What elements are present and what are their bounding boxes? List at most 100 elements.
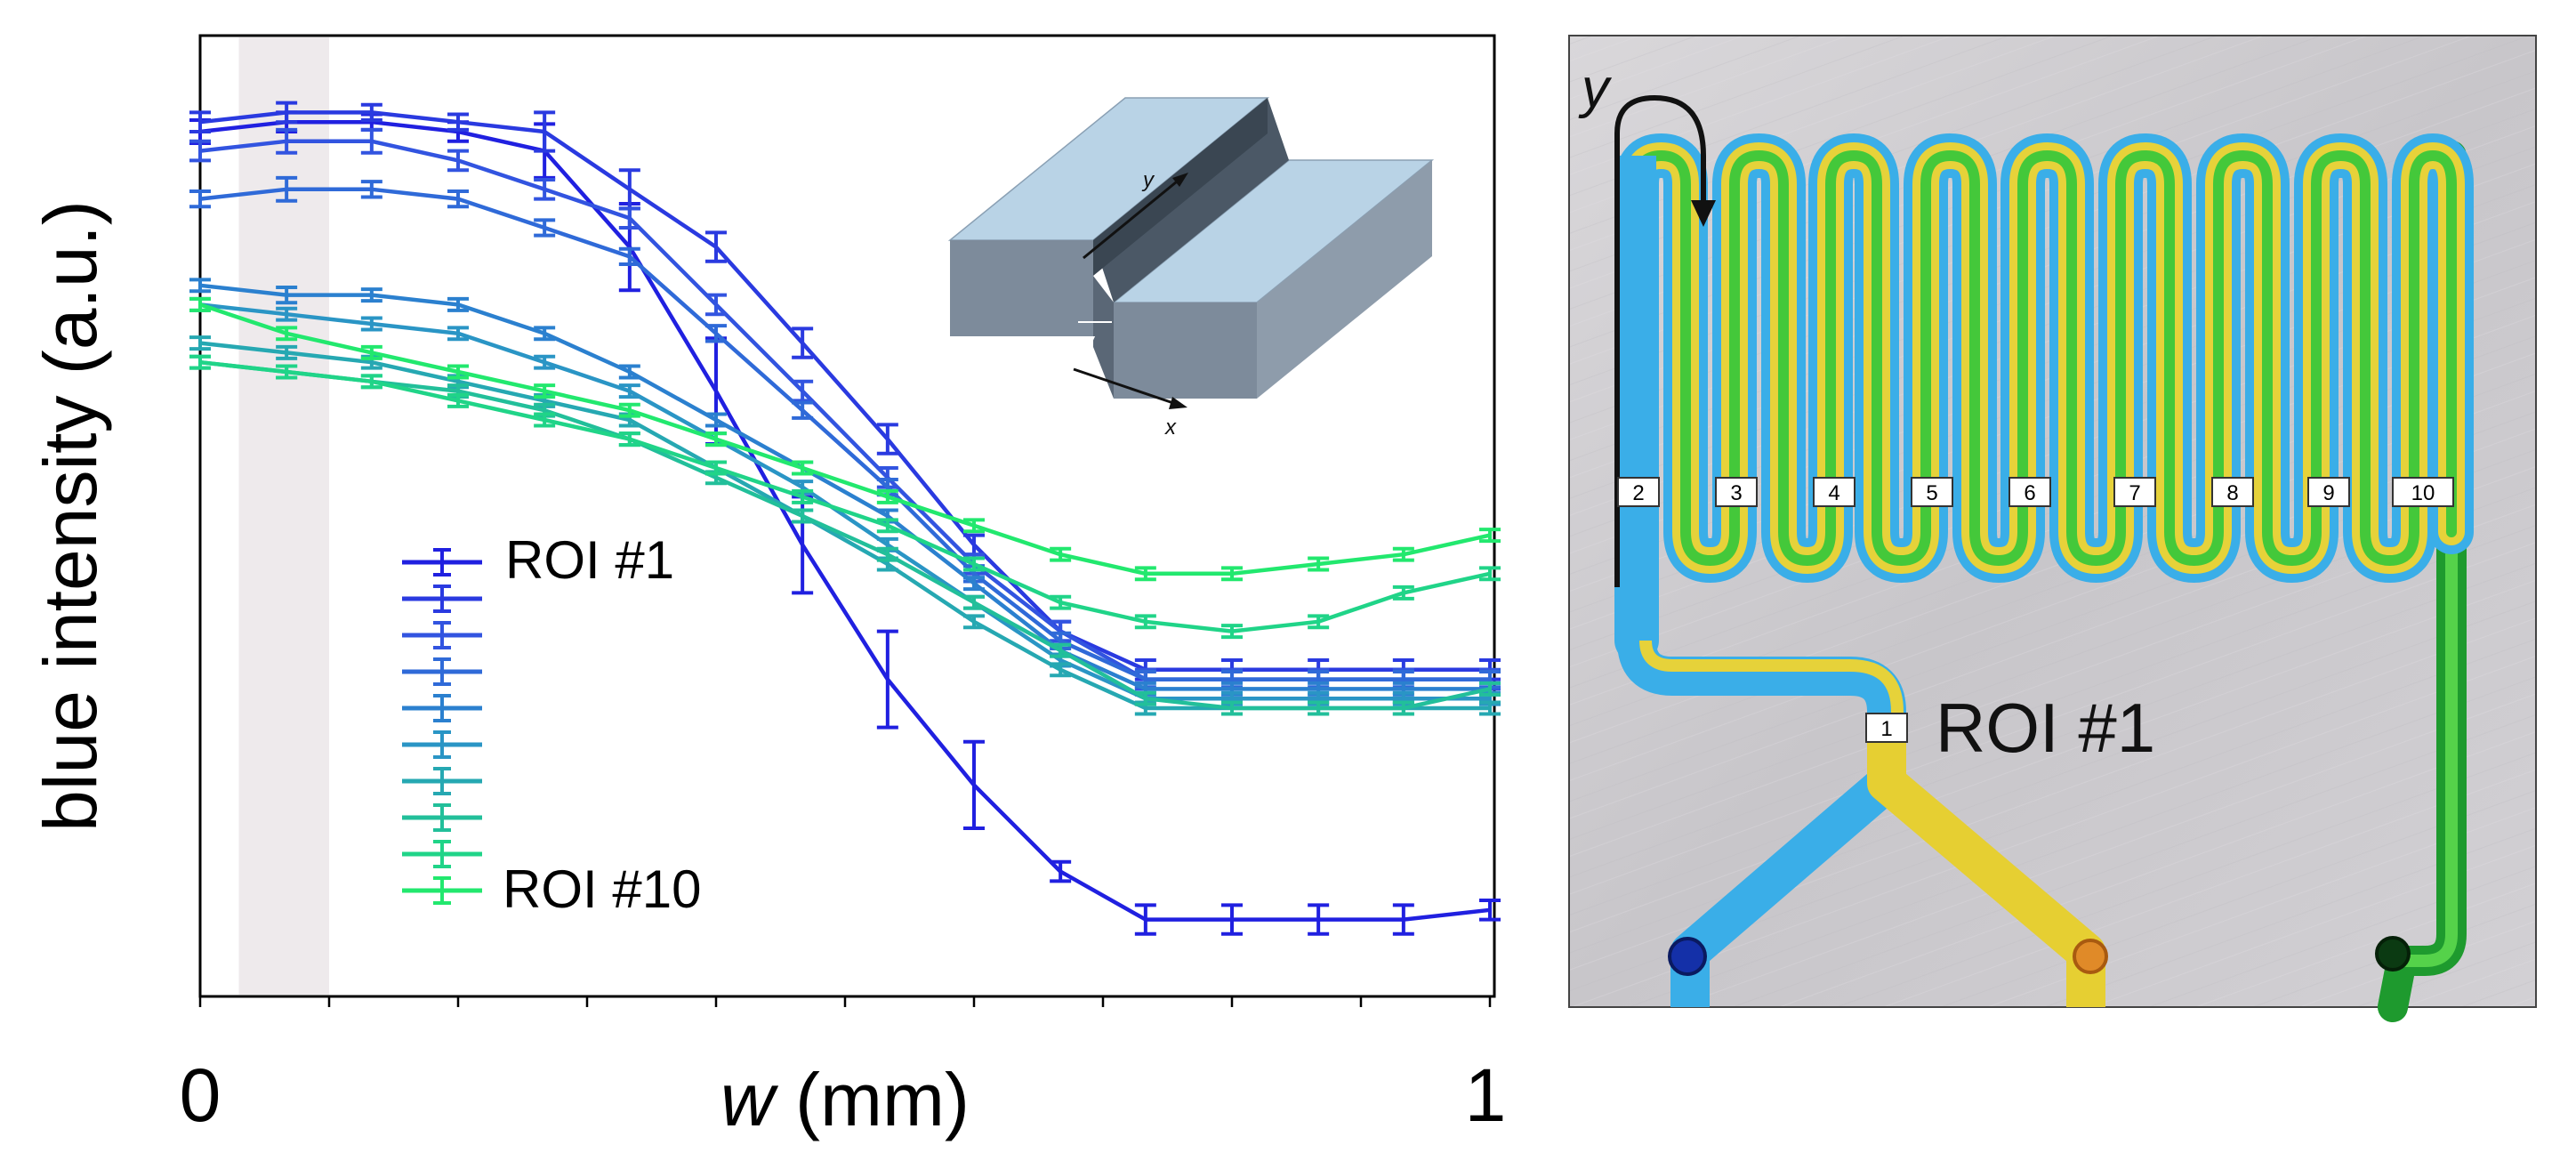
inset-side-right xyxy=(1257,160,1432,399)
error-bar xyxy=(276,306,298,322)
inlet-port-blue xyxy=(1668,937,1707,976)
series-line-roi-5 xyxy=(199,283,1490,691)
error-bar xyxy=(276,175,298,203)
error-bar xyxy=(618,206,640,230)
series-roi-8 xyxy=(189,354,1501,716)
x-axis-unit: (mm) xyxy=(775,1058,970,1141)
error-bar xyxy=(1392,903,1414,936)
legend-entry xyxy=(402,730,482,759)
error-bar xyxy=(360,180,382,199)
error-bar xyxy=(447,112,469,132)
legend-entry xyxy=(402,621,482,649)
error-bar xyxy=(705,230,727,263)
meander-inner xyxy=(1631,150,2457,646)
roi-box-label: 5 xyxy=(1926,481,1937,505)
error-bar xyxy=(189,189,211,209)
error-bar xyxy=(963,594,985,610)
error-bar xyxy=(1308,903,1330,936)
error-bar xyxy=(963,576,985,592)
error-bar xyxy=(189,139,211,163)
x-ticks xyxy=(198,996,1492,1007)
error-bar xyxy=(792,508,814,524)
error-bar xyxy=(1134,566,1156,582)
inset-x-label: x xyxy=(1164,415,1177,439)
error-bar xyxy=(1308,614,1330,630)
inset-x-arrow xyxy=(1073,367,1179,407)
photo-y-arrow-head xyxy=(1691,200,1716,227)
roi-callout: ROI #1 xyxy=(1936,689,2155,767)
legend-entry xyxy=(402,767,482,795)
error-bar xyxy=(276,364,298,380)
junction-channel-yellow xyxy=(1639,640,1904,738)
roi-box-10: 10 xyxy=(2392,477,2454,507)
error-bar xyxy=(1134,903,1156,936)
error-bar xyxy=(618,364,640,380)
roi-box-label: 9 xyxy=(2322,481,2334,505)
error-bar xyxy=(963,518,985,534)
error-bar xyxy=(1479,899,1501,922)
error-bar xyxy=(1479,528,1501,544)
roi-box-5: 5 xyxy=(1911,477,1953,507)
legend-entry xyxy=(402,840,482,868)
shaded-region xyxy=(238,37,329,995)
roi-box-label: 6 xyxy=(2024,481,2035,505)
x-axis-label: w (mm) xyxy=(720,1058,970,1141)
roi-box-7: 7 xyxy=(2113,477,2156,507)
series-line-roi-1 xyxy=(199,119,1491,922)
error-bar xyxy=(876,546,898,562)
inset-groove-wall xyxy=(1093,98,1268,276)
error-bar xyxy=(447,189,469,209)
roi-box-9: 9 xyxy=(2307,477,2350,507)
photo-frame xyxy=(1568,35,2537,1008)
roi-box-label: 4 xyxy=(1828,481,1839,505)
roi-box-label: 8 xyxy=(2226,481,2238,505)
roi-box-8: 8 xyxy=(2211,477,2254,507)
error-bar xyxy=(1479,681,1501,697)
inset-front-left xyxy=(950,240,1093,336)
outlet-channel-core xyxy=(2402,156,2458,967)
inset-front-mid xyxy=(1093,276,1114,399)
photo-y-arrow-curve xyxy=(1614,94,1706,587)
error-bar xyxy=(1134,690,1156,706)
error-bar xyxy=(618,246,640,267)
series-line-roi-9 xyxy=(199,359,1491,633)
x-axis-variable: w xyxy=(720,1058,779,1141)
inset-y-label: y xyxy=(1141,168,1155,192)
error-bar xyxy=(705,293,727,317)
error-bar xyxy=(534,178,556,201)
error-bar xyxy=(1392,546,1414,562)
error-bar xyxy=(276,101,298,125)
error-bar xyxy=(1221,566,1243,582)
y-axis-label: blue intensity (a.u.) xyxy=(28,200,112,832)
roi-box-1: 1 xyxy=(1865,713,1908,743)
series-line-roi-6 xyxy=(199,302,1490,701)
series-line-roi-10 xyxy=(199,302,1491,576)
series-line-roi-7 xyxy=(199,341,1490,711)
error-bar xyxy=(792,379,814,403)
error-bar xyxy=(705,460,727,476)
intensity-chart: blue intensity (a.u.) 0 1 w (mm) ROI #1 … xyxy=(28,34,1506,1141)
legend-entry xyxy=(402,657,482,686)
error-bar xyxy=(618,383,640,399)
series-line-roi-2 xyxy=(199,110,1490,673)
error-bar xyxy=(360,344,382,360)
error-bar xyxy=(1308,700,1330,716)
error-bar xyxy=(189,278,211,294)
series-line-roi-8 xyxy=(199,359,1491,711)
roi-box-label: 10 xyxy=(2411,481,2435,505)
error-bar xyxy=(534,412,556,428)
inset-y-arrow xyxy=(1083,176,1182,260)
roi-box-4: 4 xyxy=(1813,477,1856,507)
legend-label-last: ROI #10 xyxy=(503,859,701,919)
error-bar xyxy=(1392,585,1414,601)
error-bar xyxy=(618,402,640,418)
error-bar xyxy=(276,127,298,155)
legend-entry xyxy=(402,876,482,905)
channel-inset: y w x xyxy=(947,97,1435,439)
error-bar xyxy=(534,326,556,342)
roi-box-label: 7 xyxy=(2129,481,2140,505)
legend-entry xyxy=(402,694,482,722)
